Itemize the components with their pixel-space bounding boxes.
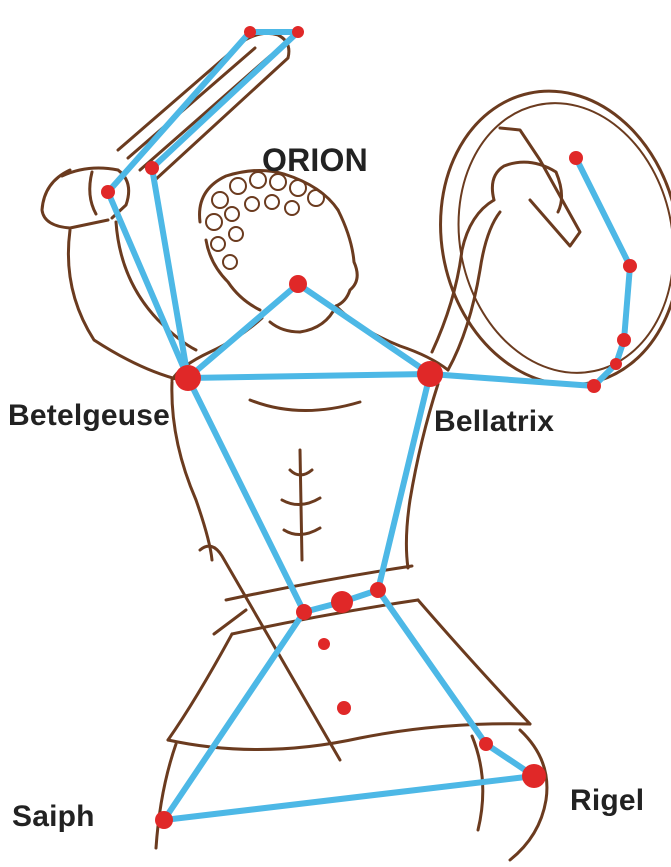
diagram-title: ORION: [262, 142, 368, 179]
star-sword-2: [337, 701, 351, 715]
star-belt-left: [296, 604, 312, 620]
star-shield-2: [623, 259, 637, 273]
star-head: [289, 275, 307, 293]
star-bellatrix: [417, 361, 443, 387]
star-belt-middle: [331, 591, 353, 613]
star-rigel: [522, 764, 546, 788]
star-sword-1: [318, 638, 330, 650]
star-betelgeuse: [175, 365, 201, 391]
star-knee: [479, 737, 493, 751]
star-shield-3: [617, 333, 631, 347]
star-club-tip-right: [292, 26, 304, 38]
star-shield-1: [569, 151, 583, 165]
star-club-mid: [145, 161, 159, 175]
star-shield-5: [587, 379, 601, 393]
label-rigel: Rigel: [570, 784, 644, 818]
label-betelgeuse: Betelgeuse: [8, 399, 170, 433]
star-saiph: [155, 811, 173, 829]
star-belt-right: [370, 582, 386, 598]
constellation-stars: [101, 26, 637, 829]
star-hand: [101, 185, 115, 199]
label-saiph: Saiph: [12, 800, 95, 834]
star-club-tip-left: [244, 26, 256, 38]
label-bellatrix: Bellatrix: [434, 405, 554, 439]
star-shield-4: [610, 358, 622, 370]
